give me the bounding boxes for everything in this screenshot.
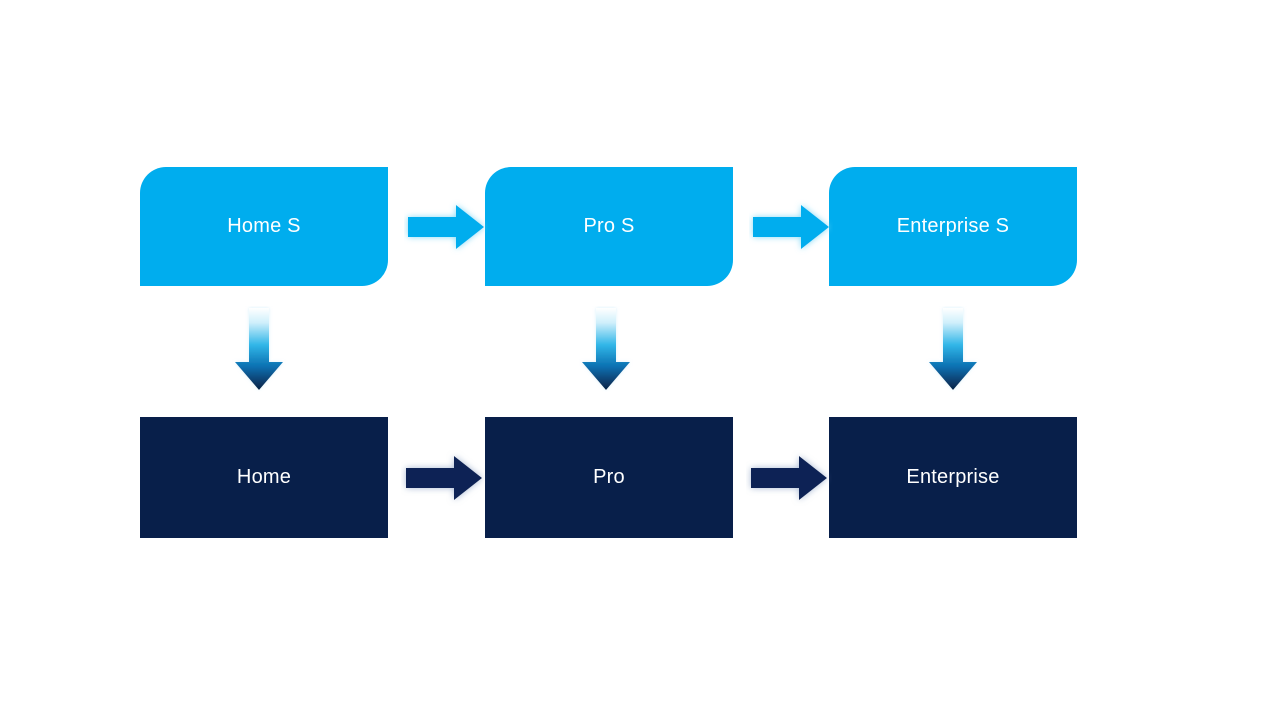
connector-pro-s-to-enterprise-s (749, 199, 833, 255)
arrow-right-icon (408, 205, 484, 249)
node-pro-s[interactable]: Pro S (485, 167, 733, 286)
node-pro[interactable]: Pro (485, 417, 733, 538)
node-label: Enterprise (906, 465, 1000, 488)
connector-home-s-to-pro-s (404, 199, 488, 255)
node-enterprise-s[interactable]: Enterprise S (829, 167, 1077, 286)
arrow-down-icon (235, 308, 283, 390)
node-label: Pro S (583, 214, 635, 237)
connector-home-to-pro (401, 450, 487, 506)
node-label: Home S (227, 214, 301, 237)
connector-home-s-to-home (231, 306, 287, 392)
arrow-down-icon (582, 308, 630, 390)
arrow-right-icon (751, 456, 827, 500)
node-label: Pro (593, 465, 625, 488)
connector-pro-to-enterprise (746, 450, 832, 506)
node-label: Enterprise S (896, 214, 1010, 237)
connector-enterprise-s-to-enterprise (925, 306, 981, 392)
connector-pro-s-to-pro (578, 306, 634, 392)
arrow-down-icon (929, 308, 977, 390)
arrow-right-icon (753, 205, 829, 249)
node-home[interactable]: Home (140, 417, 388, 538)
arrow-right-icon (406, 456, 482, 500)
node-label: Home (236, 465, 292, 488)
node-enterprise[interactable]: Enterprise (829, 417, 1077, 538)
node-home-s[interactable]: Home S (140, 167, 388, 286)
